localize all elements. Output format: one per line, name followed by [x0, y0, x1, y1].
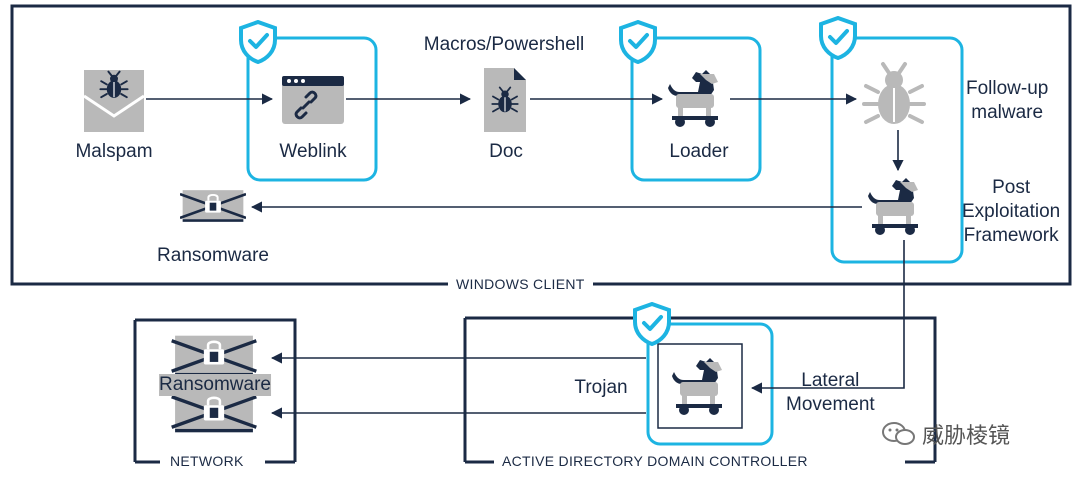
- browser-link-icon: [282, 76, 344, 124]
- bug-icon: [862, 62, 926, 124]
- malspam-label: Malspam: [75, 141, 153, 162]
- watermark: 威胁棱镜: [882, 418, 1010, 450]
- lateral-line: Lateral: [801, 370, 860, 391]
- followup-line: Follow-up: [966, 78, 1049, 99]
- shield-check-icon: [633, 302, 671, 346]
- trojan-horse-icon: [668, 70, 718, 127]
- ransomware-server-icon: [169, 390, 259, 434]
- followup-malware-label: Follow-up malware: [966, 77, 1048, 125]
- loader-label: Loader: [669, 141, 729, 162]
- shield-check-icon: [239, 20, 277, 64]
- post-line: Exploitation: [962, 201, 1061, 222]
- network-zone: [133, 318, 297, 464]
- followup-line: malware: [971, 102, 1044, 123]
- doc-label: Doc: [489, 141, 523, 162]
- ransomware-server-icon: [169, 334, 259, 378]
- ransomware-network-label: Ransomware: [159, 374, 271, 396]
- watermark-text: 威胁棱镜: [922, 423, 1011, 448]
- trojan-protected-box: [646, 322, 774, 446]
- post-line: Post: [992, 177, 1031, 198]
- macros-label: Macros/Powershell: [423, 34, 585, 55]
- lateral-line: Movement: [786, 394, 875, 415]
- trojan-inner-box: [657, 343, 743, 429]
- arrow-lateral-movement: [750, 240, 905, 394]
- trojan-horse-icon: [868, 178, 918, 235]
- framework-protected-box: [830, 36, 964, 264]
- chat-bubble-icon: [882, 422, 915, 445]
- document-icon: [484, 68, 526, 132]
- post-line: Framework: [963, 225, 1059, 246]
- post-exploitation-label: Post Exploitation Framework: [962, 176, 1060, 248]
- shield-check-icon: [619, 20, 657, 64]
- envelope-icon: [83, 70, 145, 132]
- network-caption: NETWORK: [162, 453, 252, 469]
- trojan-horse-icon: [672, 358, 722, 415]
- active-directory-zone: [463, 316, 937, 464]
- trojan-label: Trojan: [574, 377, 628, 398]
- active-directory-caption: ACTIVE DIRECTORY DOMAIN CONTROLLER: [494, 453, 816, 469]
- ransomware-client-label: Ransomware: [157, 245, 269, 266]
- loader-protected-box: [630, 36, 762, 182]
- weblink-label: Weblink: [279, 141, 347, 162]
- lateral-movement-label: Lateral Movement: [786, 369, 875, 417]
- shield-check-icon: [819, 16, 857, 60]
- weblink-protected-box: [246, 36, 378, 182]
- windows-client-caption: WINDOWS CLIENT: [448, 276, 593, 292]
- ransomware-laptop-icon: [180, 188, 246, 224]
